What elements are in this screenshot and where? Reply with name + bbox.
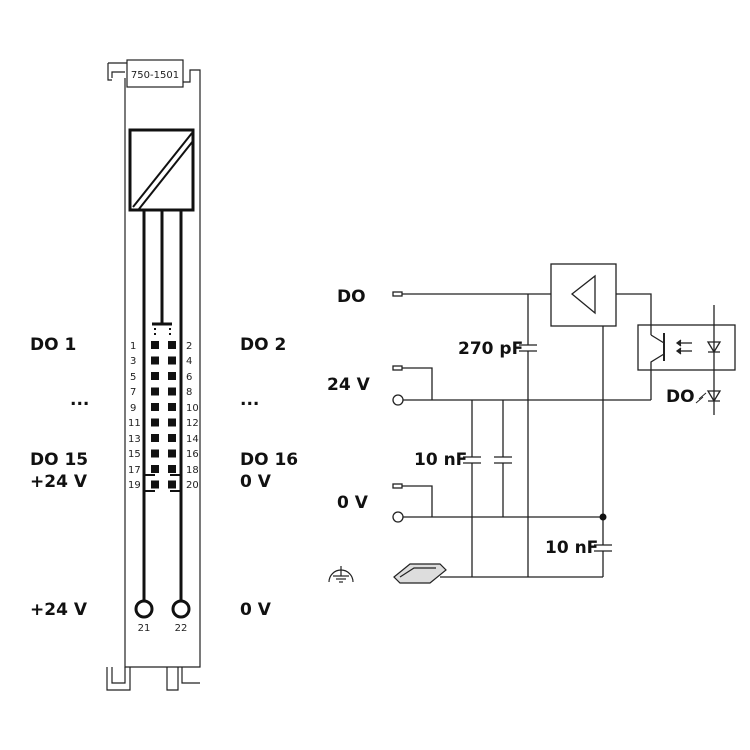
circuit-24v-label: 24 V (327, 375, 371, 395)
terminal-22 (171, 599, 191, 619)
pin-square (151, 434, 159, 442)
cap-10nf-label: 10 nF (414, 450, 467, 470)
0v-connector (392, 511, 404, 523)
label-0v-terminal: 0 V (240, 600, 272, 620)
led-do-label: DO (666, 387, 695, 407)
label-do15: DO 15 (30, 450, 88, 470)
pin-square (168, 403, 176, 411)
pin-square (168, 480, 176, 489)
terminal-21-label: 21 (138, 623, 151, 634)
buffer-triangle-icon (570, 274, 596, 315)
pin-number: 3 (130, 356, 136, 367)
part-number: 750-1501 (131, 70, 179, 81)
pin-square (151, 372, 159, 380)
label-ellipsis-right: ... (240, 390, 259, 410)
amplifier-box (550, 263, 617, 327)
pin-number: 13 (128, 434, 141, 445)
led-emit-icon (695, 392, 707, 404)
pin-numbers: 1 3 5 7 9 11 13 15 17 19 2 4 6 8 10 12 1… (128, 341, 199, 491)
pin-square (168, 356, 176, 365)
pin-square (168, 341, 176, 349)
pin-number: 4 (186, 356, 192, 367)
circuit-do-label: DO (337, 287, 366, 307)
pin-square (151, 449, 159, 458)
pin-number: 16 (186, 449, 199, 460)
pin-number: 2 (186, 341, 192, 352)
optocoupler-box (637, 324, 736, 371)
pin-number: 14 (186, 434, 199, 445)
pin-square (168, 418, 176, 427)
pin-number: 8 (186, 387, 192, 398)
cap-10nf-label-2: 10 nF (545, 538, 598, 558)
module-outline (106, 59, 201, 691)
pin-number: 20 (186, 480, 199, 491)
ground-icon (328, 566, 354, 583)
internal-wiring (142, 210, 183, 601)
junction-dot (599, 513, 607, 521)
cap-270pf-label: 270 pF (458, 339, 523, 359)
pin-number: 12 (186, 418, 199, 429)
label-ellipsis-left: ... (70, 390, 89, 410)
pin-square (168, 465, 176, 473)
pin-number: 18 (186, 465, 199, 476)
do-terminal (392, 291, 403, 297)
24v-connector (392, 394, 404, 406)
part-number-label-box (126, 59, 184, 88)
pin-square (168, 387, 176, 396)
pin-number: 5 (130, 372, 136, 383)
converter-icon (128, 128, 195, 212)
pin-squares (151, 341, 176, 489)
pin-number: 10 (186, 403, 199, 414)
label-plus24v: +24 V (30, 472, 88, 492)
din-rail-icon (393, 563, 447, 584)
pin-square (151, 387, 159, 396)
pin-square (168, 372, 176, 380)
pin-square (151, 418, 159, 427)
label-do1: DO 1 (30, 335, 76, 355)
pin-square (151, 480, 159, 489)
label-0v: 0 V (240, 472, 272, 492)
pin-number: 9 (130, 403, 136, 414)
pin-square (168, 449, 176, 458)
pin-number: 11 (128, 418, 141, 429)
label-do16: DO 16 (240, 450, 298, 470)
label-do2: DO 2 (240, 335, 286, 355)
pin-square (151, 403, 159, 411)
pin-square (151, 465, 159, 473)
pin-square (168, 434, 176, 442)
label-plus24v-terminal: +24 V (30, 600, 88, 620)
circuit-0v-label: 0 V (337, 493, 369, 513)
pin-number: 1 (130, 341, 136, 352)
24v-terminal (392, 365, 403, 371)
terminal-21 (134, 599, 154, 619)
circuit-schematic (392, 263, 736, 578)
pin-number: 19 (128, 480, 141, 491)
pin-square (151, 356, 159, 365)
0v-terminal (392, 483, 403, 489)
terminal-22-label: 22 (175, 623, 188, 634)
pin-number: 6 (186, 372, 192, 383)
pin-square (151, 341, 159, 349)
pin-number: 17 (128, 465, 141, 476)
pin-number: 15 (128, 449, 141, 460)
pin-number: 7 (130, 387, 136, 398)
